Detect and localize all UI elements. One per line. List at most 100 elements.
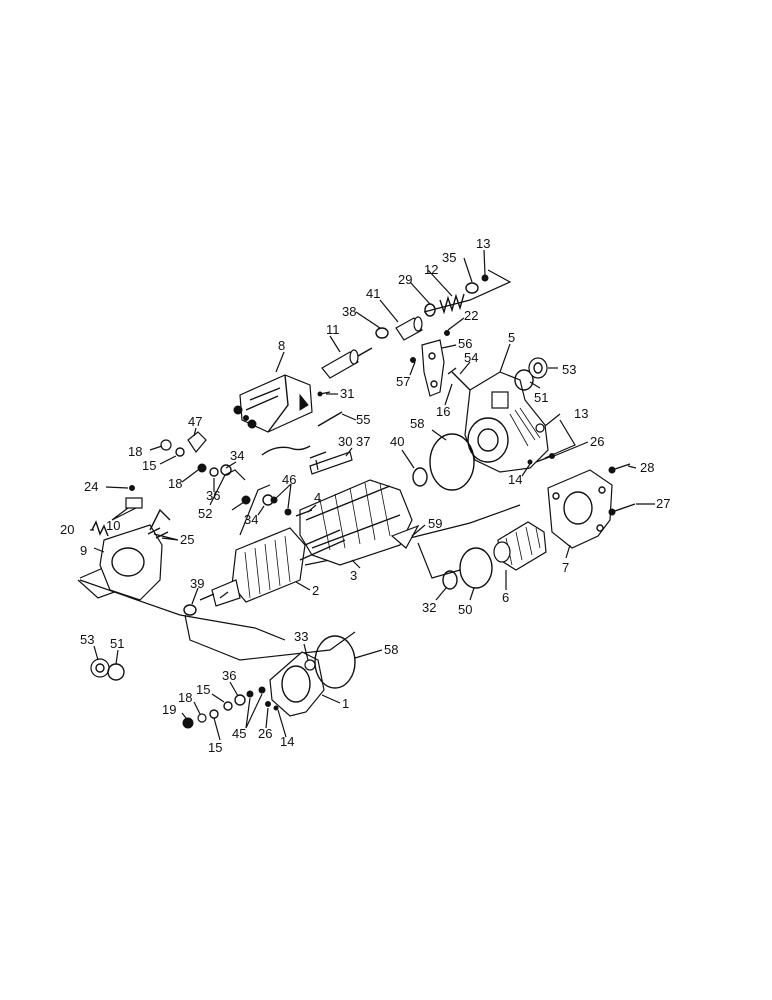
part-27-bolt [608,503,636,516]
callout-6: 6 [502,590,509,605]
callout-3: 3 [350,568,357,583]
part-13-plug [535,423,545,433]
callout-32: 32 [422,600,436,615]
callout-57: 57 [396,374,410,389]
part-8-solenoid [233,374,313,433]
callout-8: 8 [278,338,285,353]
cable-lead [261,445,311,456]
part-15-washer-lower [209,709,219,719]
part-54-bolt [447,367,471,391]
callout-14-lower: 14 [280,734,294,749]
callout-30: 30 [338,434,352,449]
part-51-washer [514,369,534,391]
callout-45: 45 [232,726,246,741]
callout-5: 5 [508,330,515,345]
callout-28: 28 [640,460,654,475]
callout-15-lower: 15 [208,740,222,755]
callout-55: 55 [356,412,370,427]
part-58-o-ring-lower [314,635,356,689]
callout-53-right: 53 [562,362,576,377]
callout-18-lower: 18 [178,690,192,705]
part-3-field-frame [299,479,413,566]
part-57-pin [410,357,416,363]
callout-31: 31 [340,386,354,401]
part-9-brush-holder [99,508,171,601]
callout-39: 39 [190,576,204,591]
callout-12: 12 [424,262,438,277]
callout-20: 20 [60,522,74,537]
callout-7: 7 [562,560,569,575]
part-11-plunger [321,347,373,379]
callout-10: 10 [106,518,120,533]
part-15-washer-upper [175,447,185,457]
callout-25: 25 [180,532,194,547]
part-33-bushing [304,659,316,671]
part-53-bushing-lower [90,658,110,678]
part-18-nut-lower [197,713,207,723]
part-47-bracket [187,431,207,454]
callout-19: 19 [162,702,176,717]
part-13-nut-top [481,274,489,282]
part-14-screw [527,459,533,465]
part-36-washer [209,467,219,477]
callout-labels: 1 2 3 4 5 6 7 8 9 10 11 12 13 13 14 14 1… [60,236,670,755]
callout-33: 33 [294,629,308,644]
part-53-bushing [528,357,548,379]
callout-27: 27 [656,496,670,511]
callout-36-lower: 36 [222,668,236,683]
callout-4: 4 [314,490,321,505]
callout-2: 2 [312,583,319,598]
part-55-link [317,411,343,427]
callout-58-upper: 58 [410,416,424,431]
part-22-pin [444,330,450,336]
part-19-nut [182,717,194,729]
callout-53-lower: 53 [80,632,94,647]
part-12-spring [439,293,465,315]
part-50-washer [459,547,493,589]
callout-35: 35 [442,250,456,265]
part-18-nut-mid [197,463,207,473]
part-37-strap [309,451,353,475]
part-18-nut-upper [160,439,172,451]
part-32-ring [442,570,458,590]
part-6-drive-pinion [493,521,547,571]
part-59-bracket [390,524,420,549]
part-1-end-frame [269,651,325,717]
part-24-spring [129,485,135,491]
callout-34-lower: 34 [244,512,258,527]
callout-51-lower: 51 [110,636,124,651]
callout-1: 1 [342,696,349,711]
part-14-screw-lower [273,705,279,711]
part-36-washer-lower [234,694,246,706]
part-20-spring [91,520,109,537]
part-25-screw [147,527,169,539]
part-28-bolt [608,463,631,474]
leader-lines [90,249,655,741]
part-45-insulators [246,686,266,698]
part-39-washer [183,604,197,616]
callout-36-upper: 36 [206,488,220,503]
part-10-brush [125,497,143,509]
callout-56: 56 [458,336,472,351]
part-58-o-ring [429,433,475,491]
callout-18-upper: 18 [128,444,142,459]
part-30-screw [309,451,327,459]
part-35-washer [465,282,479,294]
callout-59: 59 [428,516,442,531]
part-7-mounting-flange [547,469,613,549]
callout-47: 47 [188,414,202,429]
part-56-shift-lever [421,339,445,397]
callout-40: 40 [390,434,404,449]
callout-13-right: 13 [574,406,588,421]
callout-50: 50 [458,602,472,617]
callout-16: 16 [436,404,450,419]
callout-46: 46 [282,472,296,487]
part-31-pin [317,391,331,397]
part-38-washer [375,327,389,339]
part-15-washer-mid [223,701,233,711]
callout-41: 41 [366,286,380,301]
callout-51-right: 51 [534,390,548,405]
part-34-washer-upper [220,464,232,476]
part-51-washer-lower [107,663,125,681]
